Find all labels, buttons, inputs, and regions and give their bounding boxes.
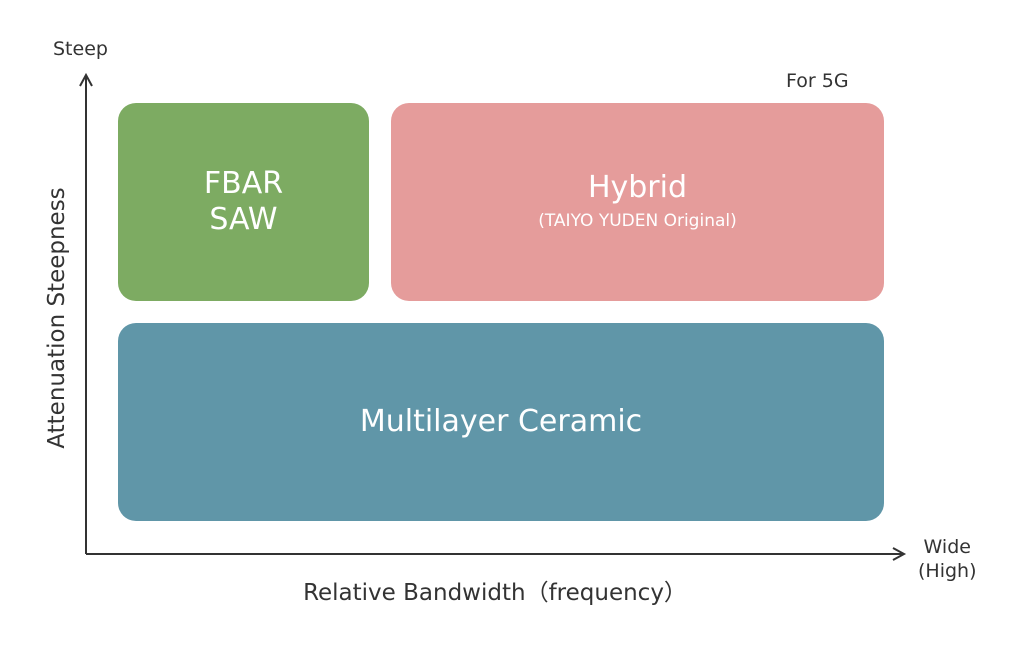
fbar-saw-box: FBAR SAW	[118, 103, 369, 301]
multilayer-ceramic-label: Multilayer Ceramic	[359, 404, 643, 439]
for-5g-label: For 5G	[786, 70, 849, 92]
x-axis-end-label-line2: (High)	[918, 560, 977, 582]
hybrid-label: Hybrid	[587, 170, 688, 205]
saw-label: SAW	[209, 202, 278, 237]
multilayer-ceramic-box: Multilayer Ceramic	[118, 323, 884, 521]
y-axis-top-label: Steep	[53, 38, 108, 60]
y-axis-title: Attenuation Steepness	[44, 187, 70, 449]
y-axis-arrowhead	[79, 72, 93, 87]
hybrid-box: Hybrid (TAIYO YUDEN Original)	[391, 103, 884, 301]
x-axis-title: Relative Bandwidth（frequency）	[303, 580, 687, 606]
x-axis-arrowhead	[892, 547, 907, 561]
x-axis-end-label: Wide (High)	[918, 535, 977, 583]
fbar-label: FBAR	[203, 166, 284, 201]
x-axis-end-label-line1: Wide	[923, 536, 971, 558]
hybrid-subtitle: (TAIYO YUDEN Original)	[538, 211, 737, 231]
